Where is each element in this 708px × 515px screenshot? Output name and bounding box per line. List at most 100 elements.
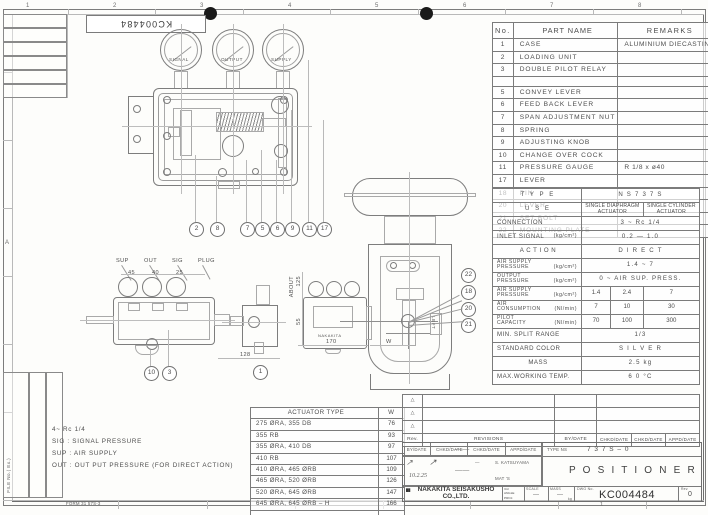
case-screw [280,168,288,176]
tb-type-row: TYPE NS 7 3 7 S – 0 [543,443,701,457]
tb-company: ██ NAKAKITA SEISAKUSHO CO.,LTD. [403,486,503,501]
projection-label: 3rd ANGLE PROJ. [504,487,515,500]
loading-unit-diaphragm [180,110,192,156]
balloon-18: 18 [461,285,476,300]
part-name: CONVEY LEVER [512,85,619,100]
rev-col-chkd1: CHKD/DATE [597,434,632,446]
part-remarks [617,85,708,100]
spec-row-use: U S E SINGLE DIAPHRAGM ACTUATOR SINGLE C… [492,202,701,217]
port-circle-sup [118,277,138,297]
gauge-label-output: OUTPUT [221,57,243,62]
part-name: LOADING UNIT [512,50,619,65]
side-port [230,316,244,326]
spec-value: 0 ~ AIR SUP. PRESS. [581,272,700,287]
margin-stub-divider [67,14,68,98]
actuator-type-blank [250,509,379,515]
case-screw [252,168,259,175]
lever-pivot [274,144,288,158]
spec-label: MIN. SPLIT RANGE [497,331,560,339]
spec-label: MAX.WORKING TEMP. [497,373,570,381]
tb-projection: 3rd ANGLE PROJ. [503,487,525,501]
actuator-type: 410 RB [250,452,379,466]
tb-scale: SCALE — [525,487,549,501]
table-row [492,75,708,87]
housing-inner [158,93,293,181]
centerline-vertical [233,24,234,194]
actuator-type: 355 RB [250,429,379,443]
zone-label-4: 4 [288,3,292,9]
spec-value-1: 1.4 [580,286,612,301]
zone-tick [470,500,471,509]
zone-tick [3,344,13,345]
part-remarks: ALUMINIUM DIECASTING [617,38,708,52]
balloon-leader [150,350,151,366]
spec-unit: (kg/cm²) [553,233,577,240]
rev-col-by-date: BY/DATE [554,433,598,447]
feedback-link [340,321,438,322]
scale-value: — [533,492,539,498]
spec-unit: (kg/cm²) [553,278,577,285]
port-boss [176,303,188,311]
part-remarks: R 1/8 x ø40 [617,161,708,175]
part-name: DOUBLE PILOT RELAY [512,63,619,77]
yoke-hole [409,262,416,269]
actuator-type: 465 ØRA, 520 ØRB [250,475,379,488]
dim-line [121,274,205,275]
part-remarks [617,50,708,65]
form-code: FORM 31 57S-3 [66,501,101,506]
balloon-7: 7 [240,222,255,237]
balloon-leader [216,176,217,222]
zone-tick [3,412,13,413]
spec-row-max-working-temp: MAX.WORKING TEMP. 6 0 °C [492,370,700,385]
tb-type-label: TYPE NS [547,447,568,452]
zone-label-3: 3 [200,3,204,9]
actuator-w: 147 [378,486,405,500]
port-label-sig: SIG [172,258,183,264]
part-remarks [617,75,708,87]
port-boss [152,303,164,311]
zone-tick [418,9,419,15]
centerline-vertical [283,24,284,194]
margin-filing-box: FILE No.( Ex.) [3,372,29,498]
balloon-20: 20 [461,302,476,317]
company-name: NAKAKITA SEISAKUSHO CO.,LTD. [417,486,495,500]
dim-about: ABOUT [289,276,295,298]
rev-col-chkd2: CHKD/DATE [631,434,667,446]
spec-row-air-supply-triple: AIR SUPPLY PRESSURE(kg/cm²) 1.4 2.4 7 [492,286,701,301]
dim-line-128 [218,358,280,359]
col-w: W [378,406,405,420]
spec-row-air-supply-pressure: AIR SUPPLY PRESSURE(kg/cm²) 1.4 ~ 7 [492,258,700,273]
spec-row-min-split-range: MIN. SPLIT RANGE 1/3 [492,328,700,343]
mounting-flange [128,96,154,154]
part-remarks [617,98,708,112]
rev-by [554,394,598,408]
tb-title-row: P O S I T I O N E R [543,457,701,487]
part-remarks [617,110,708,125]
balloon-leader [168,330,169,366]
actuator-header-row: ACTUATOR TYPE W [250,406,405,420]
note-line-3: SUP : AIR SUPPLY [52,450,118,457]
spec-type-value: N S 7 3 7 S [581,188,700,203]
dim-128: 128 [240,352,251,358]
part-list-header-row: No. PART NAME REMARKS [492,22,708,39]
rev-chk [596,407,700,421]
actuator-w-blank [378,509,405,515]
balloon-8: 8 [210,222,225,237]
tb-dash-2: —— [455,467,470,474]
dim-line-W [370,345,410,346]
spec-value: 1.4 ~ 7 [581,258,700,273]
rev-desc [422,394,556,408]
spec-row-output-pressure: OUTPUT PRESSURE(kg/cm²) 0 ~ AIR SUP. PRE… [492,272,700,287]
sub-col-appd: APPD/DATE [510,446,537,452]
spec-label: CONNECTION [497,219,543,227]
spec-row-connection: CONNECTION 3 ~ Rc 1/4 [492,216,700,231]
